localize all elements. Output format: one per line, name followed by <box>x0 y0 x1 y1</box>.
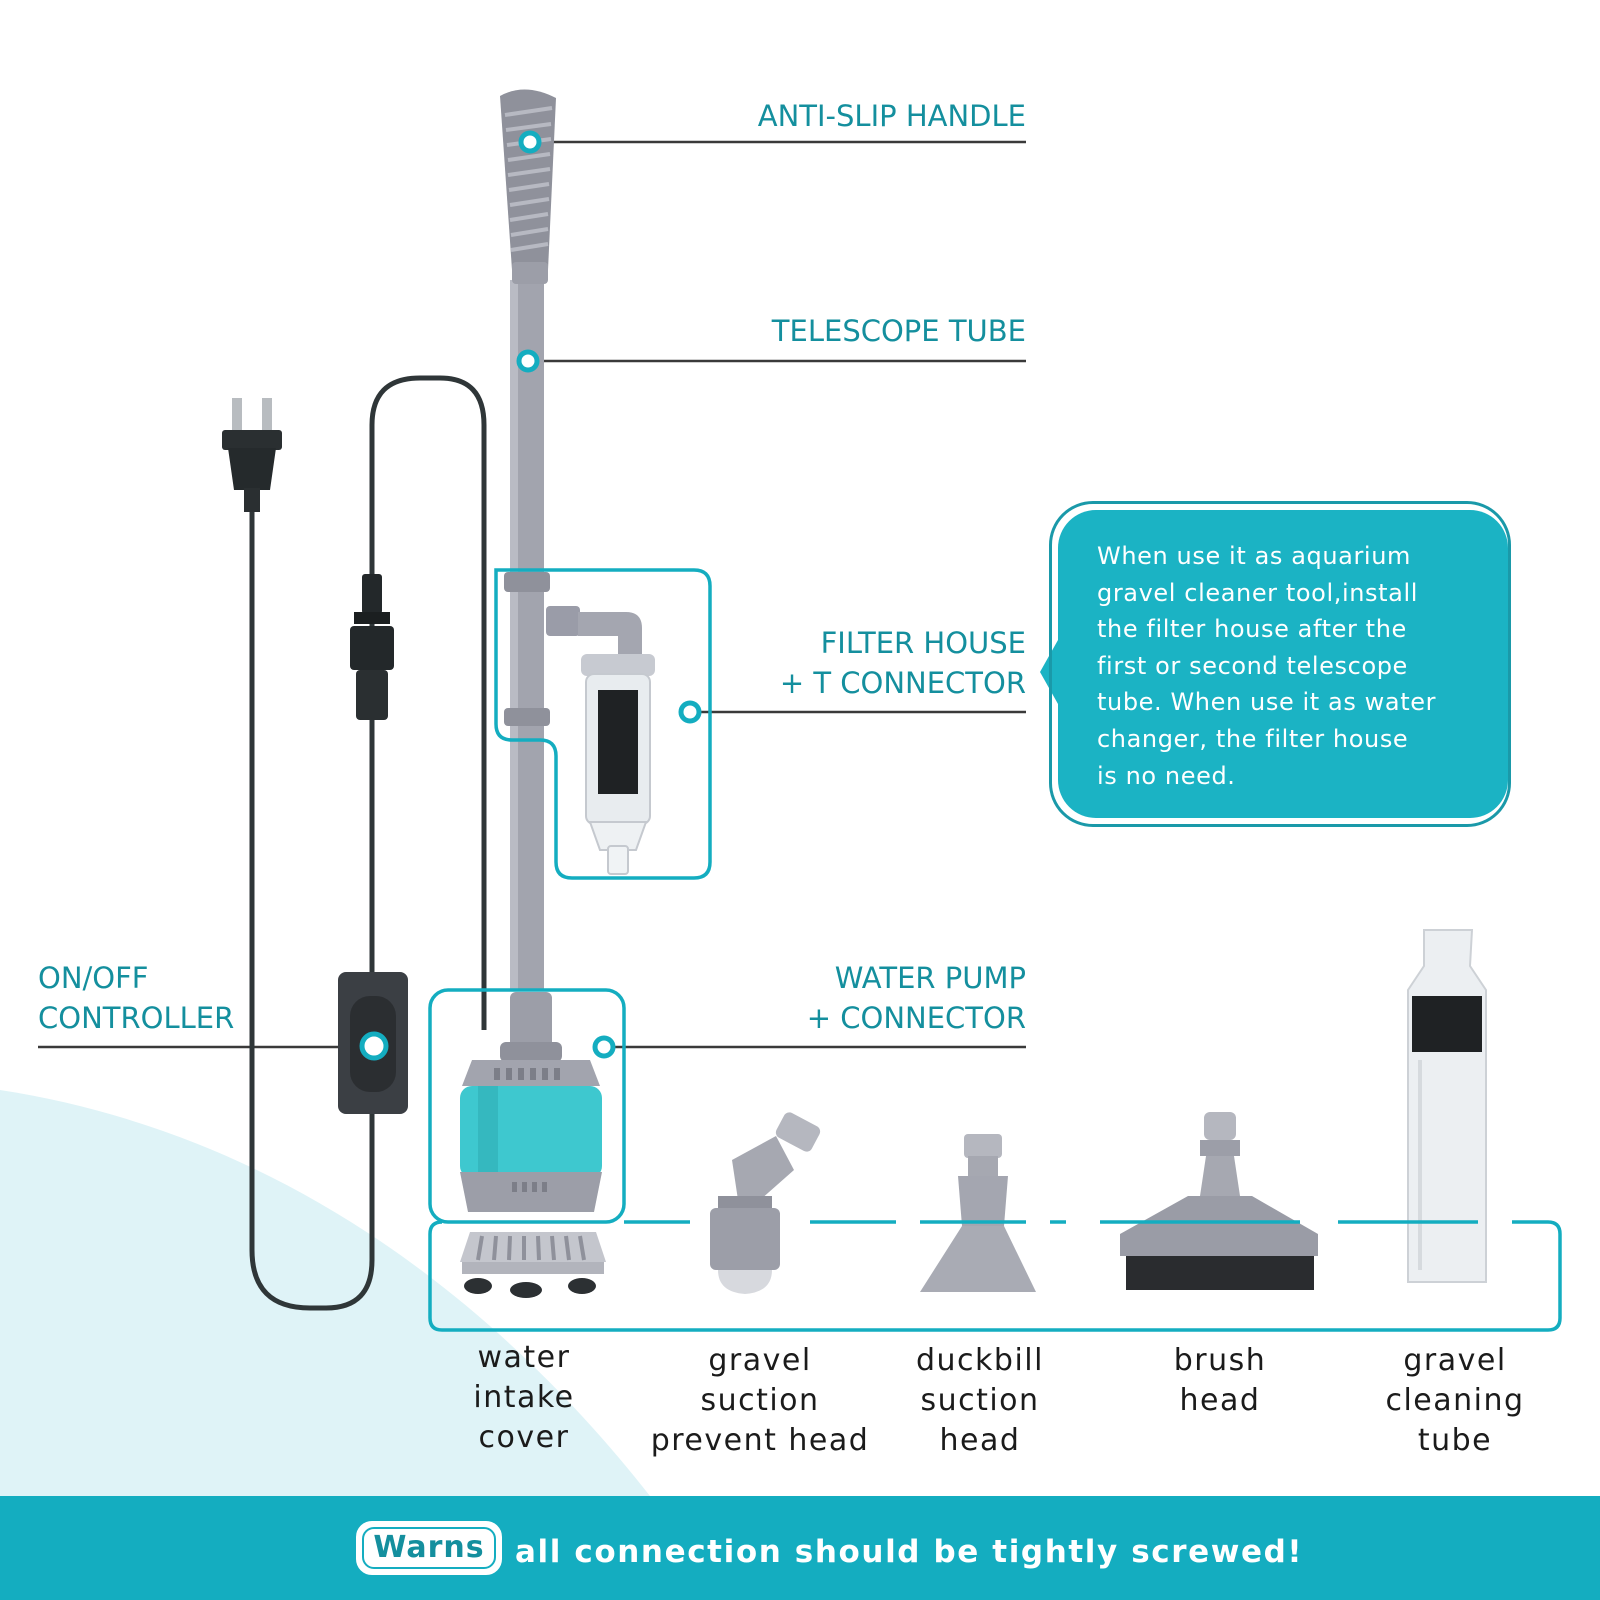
callout-text: When use it as aquarium gravel cleaner t… <box>1097 538 1497 794</box>
label-filter-house-line1: FILTER HOUSE <box>820 626 1026 660</box>
warn-badge <box>356 1521 502 1575</box>
caption-line: intake <box>473 1380 575 1415</box>
label-water-pump-line1: WATER PUMP <box>834 961 1026 995</box>
caption-line: brush <box>1173 1343 1267 1378</box>
callout-line: gravel cleaner tool,install <box>1097 578 1418 607</box>
highlight-frames <box>428 568 1562 1332</box>
filter-house <box>546 606 655 875</box>
caption-brush-head: brush head <box>1120 1341 1320 1421</box>
label-telescope-tube: TELESCOPE TUBE <box>771 314 1026 348</box>
handle-grip <box>500 89 556 284</box>
leader-lines <box>38 140 1026 1049</box>
footer-banner <box>0 1496 1600 1600</box>
hotspot-telescope <box>516 349 540 373</box>
footer-message: all connection should be tightly screwed… <box>515 1534 1304 1570</box>
plug-icon <box>222 398 282 512</box>
telescope-tube <box>504 280 550 990</box>
label-on-off-line1: ON/OFF <box>38 961 149 995</box>
gravel-suction-prevent-head <box>710 1112 821 1294</box>
gravel-cleaning-tube <box>1407 929 1487 1283</box>
caption-line: water <box>477 1340 571 1375</box>
callout-bubble <box>1058 510 1508 818</box>
caption-line: gravel <box>708 1343 812 1378</box>
callout-line: tube. When use it as water <box>1097 688 1437 717</box>
caption-line: gravel <box>1403 1343 1507 1378</box>
caption-line: duckbill <box>916 1343 1044 1378</box>
callout-line: changer, the filter house <box>1097 724 1409 753</box>
hotspot-pump <box>592 1035 616 1059</box>
callout-line: the filter house after the <box>1097 615 1407 644</box>
callout-line: first or second telescope <box>1097 651 1408 680</box>
background-swoosh <box>0 1090 650 1496</box>
power-cord <box>249 375 487 1311</box>
hotspot-dots <box>516 130 702 1059</box>
hotspot-filter <box>678 700 702 724</box>
label-filter-house-line2: + T CONNECTOR <box>779 666 1026 700</box>
callout-line: is no need. <box>1097 761 1236 790</box>
caption-line: head <box>939 1423 1021 1458</box>
caption-line: cover <box>478 1420 570 1455</box>
caption-gravel-suction-prevent-head: gravel suction prevent head <box>640 1341 880 1461</box>
filter-frame <box>494 568 712 880</box>
warn-badge-border <box>362 1527 496 1569</box>
duckbill-suction-head <box>920 1134 1036 1292</box>
caption-line: suction <box>920 1383 1040 1418</box>
caption-water-intake-cover: water intake cover <box>424 1338 624 1458</box>
caption-duckbill-suction-head: duckbill suction head <box>880 1341 1080 1461</box>
pump-frame <box>428 988 626 1224</box>
label-water-pump-line2: + CONNECTOR <box>806 1001 1026 1035</box>
cord-connector-icon <box>350 574 394 720</box>
caption-line: tube <box>1417 1423 1493 1458</box>
caption-line: prevent head <box>650 1423 870 1458</box>
callout-line: When use it as aquarium <box>1097 542 1411 570</box>
label-anti-slip-handle: ANTI-SLIP HANDLE <box>757 99 1026 133</box>
callout-outline <box>1049 501 1511 827</box>
caption-gravel-cleaning-tube: gravel cleaning tube <box>1350 1341 1560 1461</box>
label-on-off-line2: CONTROLLER <box>38 1001 235 1035</box>
accessories-tray <box>428 1220 1562 1332</box>
hotspot-handle <box>518 130 542 154</box>
caption-line: suction <box>700 1383 820 1418</box>
caption-line: head <box>1179 1383 1261 1418</box>
water-pump <box>460 992 602 1212</box>
caption-line: cleaning <box>1385 1383 1525 1418</box>
brush-head <box>1120 1112 1318 1290</box>
warn-badge-label: Warns <box>373 1530 485 1565</box>
water-intake-cover <box>460 1232 606 1298</box>
switch-body <box>338 972 408 1114</box>
